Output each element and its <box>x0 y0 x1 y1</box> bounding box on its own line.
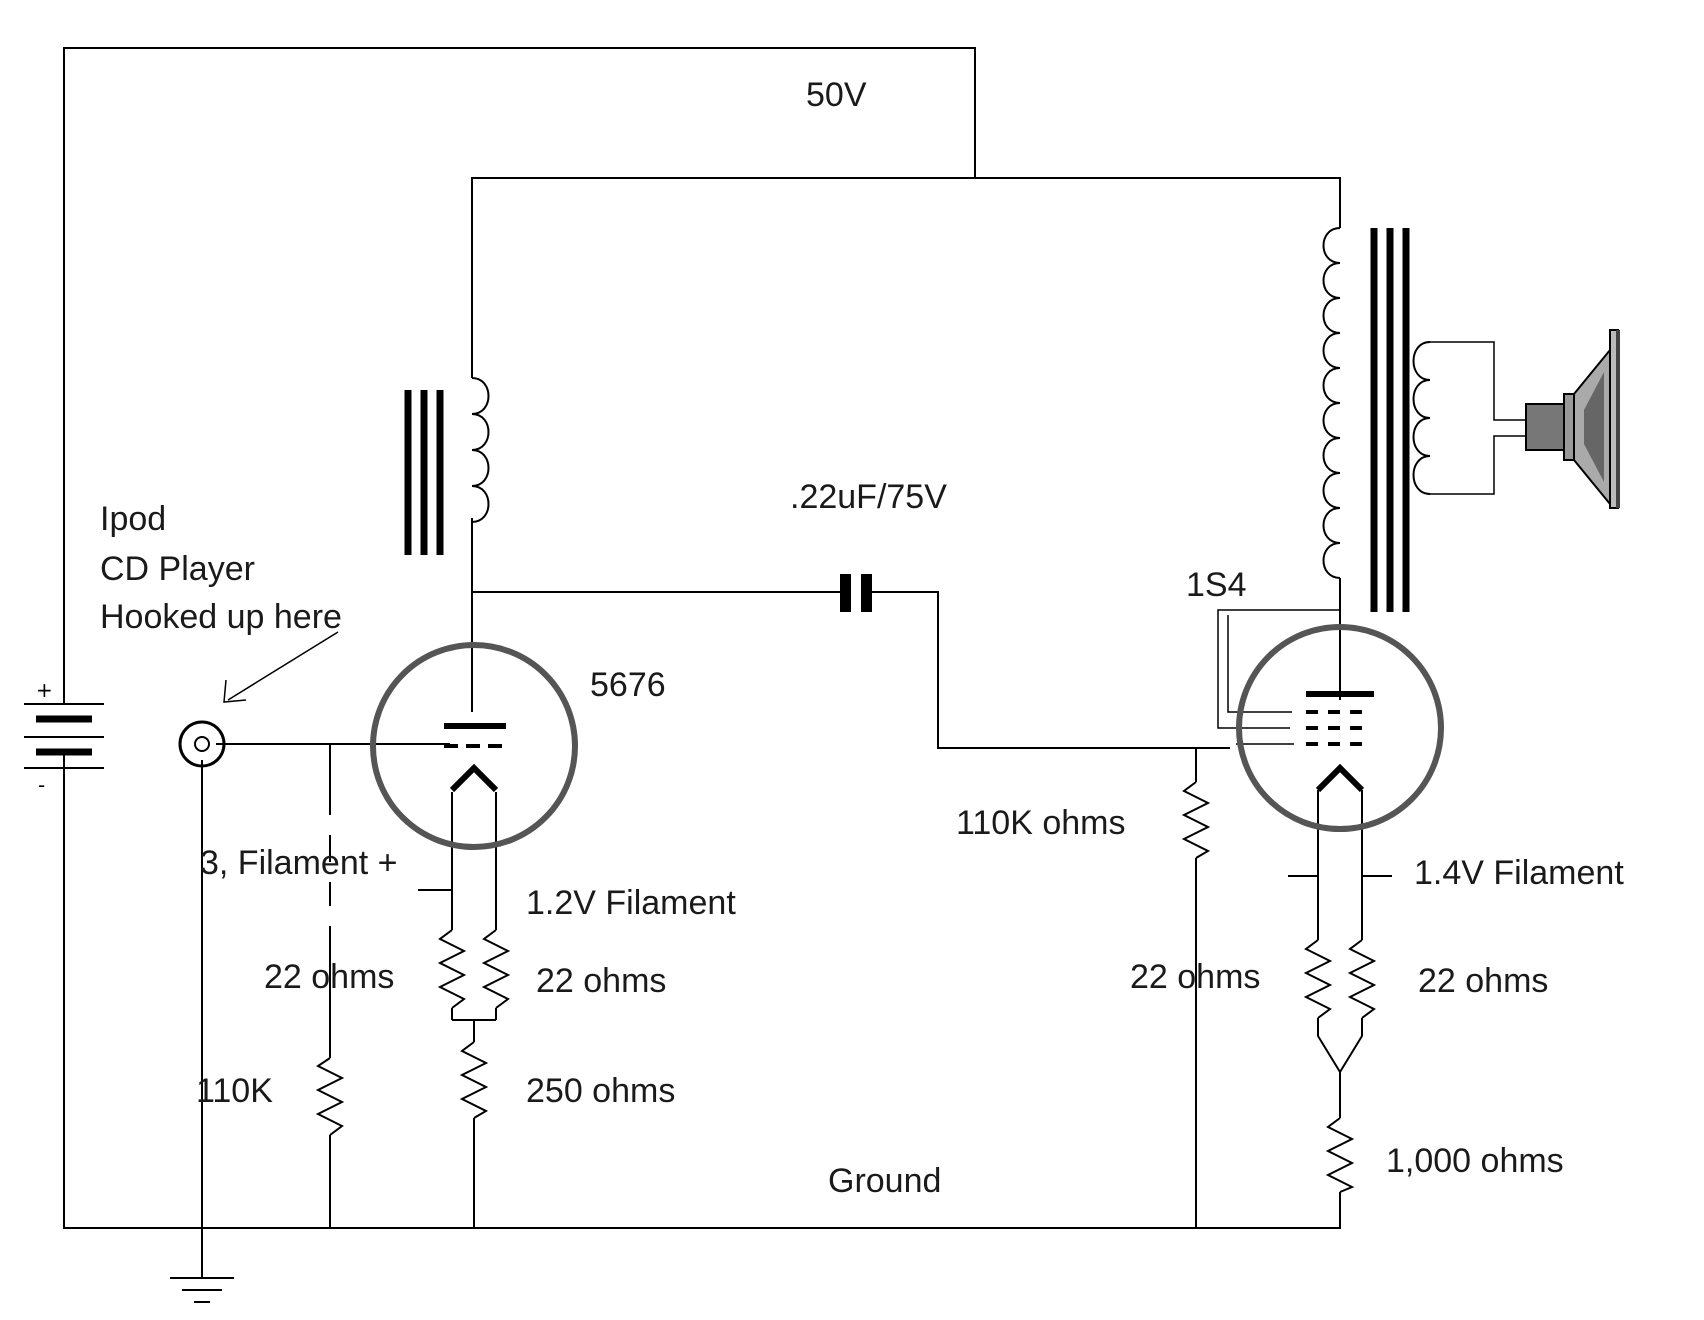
resistor-22-ohms-2a <box>1303 939 1333 1019</box>
labels: 50V .22uF/75V Ipod CD Player Hooked up h… <box>100 76 1624 1200</box>
resistor-22-ohms-1b <box>481 929 511 1009</box>
r-cathode2-label: 1,000 ohms <box>1386 1142 1564 1180</box>
filament2-label: 1.4V Filament <box>1414 854 1624 892</box>
wiring <box>63 47 1526 1278</box>
output-transformer <box>1322 227 1431 612</box>
resistor-110k <box>315 1057 345 1136</box>
audio-jack-icon <box>178 720 226 768</box>
r-cathode1-label: 250 ohms <box>526 1072 675 1110</box>
resistor-1000-ohms <box>1325 1117 1355 1193</box>
source-label-line2: CD Player <box>100 550 255 588</box>
battery-minus-label: - <box>38 773 45 797</box>
source-label-line3: Hooked up here <box>100 598 342 636</box>
resistor-22-ohms-1a <box>437 929 467 1009</box>
ground-symbol-icon <box>170 1277 234 1303</box>
r-grid1-label: 110K <box>196 1072 273 1110</box>
tube-5676 <box>370 642 578 850</box>
resistor-250-ohms <box>459 1041 489 1119</box>
coupling-capacitor <box>840 574 872 612</box>
r-fil2-left-label: 22 ohms <box>1130 958 1260 996</box>
speaker-icon <box>1525 329 1620 509</box>
resistor-110k-ohms <box>1181 781 1211 859</box>
tube1-label: 5676 <box>590 666 666 704</box>
battery-plus-label: + <box>36 678 53 702</box>
r-grid2-label: 110K ohms <box>956 804 1125 842</box>
r-fil2-right-label: 22 ohms <box>1418 962 1548 1000</box>
ground-label: Ground <box>828 1162 941 1200</box>
filament-note-label: 3, Filament + <box>200 844 397 882</box>
interstage-choke <box>404 377 490 555</box>
tube-1S4 <box>1236 624 1444 832</box>
r-fil1-right-label: 22 ohms <box>536 962 666 1000</box>
source-label-line1: Ipod <box>100 500 166 538</box>
tube2-label: 1S4 <box>1186 566 1247 604</box>
resistor-22-ohms-2b <box>1347 939 1377 1019</box>
coupling-cap-label: .22uF/75V <box>790 478 947 516</box>
supply-voltage-label: 50V <box>806 76 867 114</box>
r-fil1-left-label: 22 ohms <box>264 958 394 996</box>
battery-icon: + - <box>24 678 104 797</box>
resistors <box>315 781 1377 1193</box>
filament1-label: 1.2V Filament <box>526 884 736 922</box>
